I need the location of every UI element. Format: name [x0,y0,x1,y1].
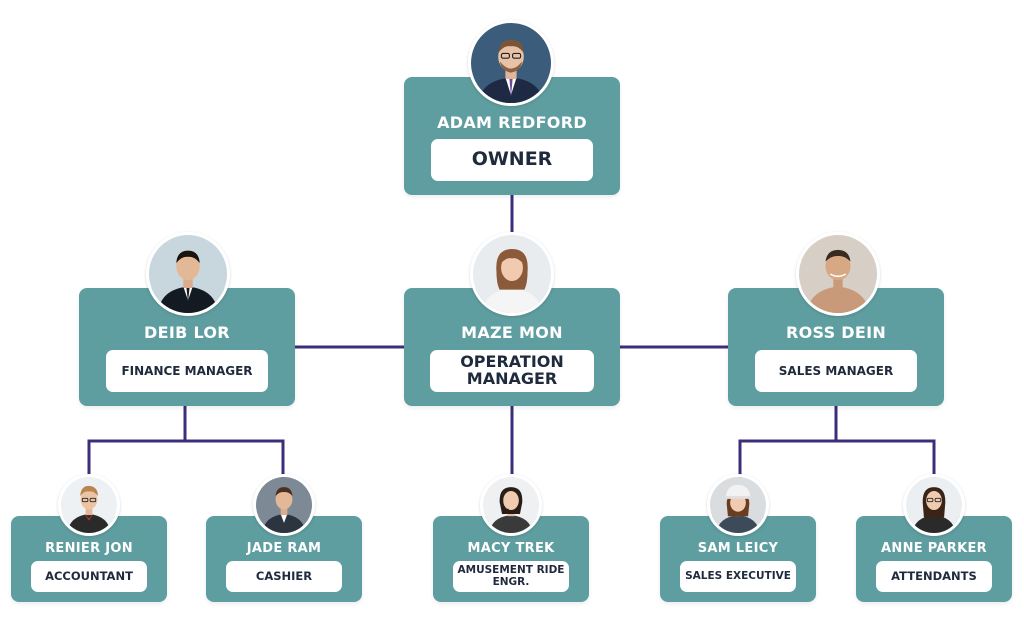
finance-manager-name: DEIB LOR [144,323,230,342]
person-icon [149,235,227,313]
sales-manager-role: SALES MANAGER [755,350,917,392]
sales-manager-name: ROSS DEIN [785,323,887,342]
person-icon [471,23,551,103]
avatar-cashier [253,474,315,536]
cashier-role: CASHIER [226,561,342,592]
person-icon [710,477,766,533]
avatar-ride-engineer [480,474,542,536]
card-ride-engineer: MACY TREK AMUSEMENT RIDE ENGR. [433,516,589,602]
avatar-operation-manager [470,232,554,316]
avatar-finance-manager [146,232,230,316]
person-icon [61,477,117,533]
card-cashier: JADE RAM CASHIER [206,516,362,602]
person-icon [906,477,962,533]
avatar-accountant [58,474,120,536]
sales-executive-role: SALES EXECUTIVE [680,561,796,592]
card-finance-manager: DEIB LOR FINANCE MANAGER [79,288,295,406]
avatar-sales-executive [707,474,769,536]
accountant-role: ACCOUNTANT [31,561,147,592]
person-icon [256,477,312,533]
owner-role: OWNER [431,139,593,181]
cashier-name: JADE RAM [246,541,322,556]
attendants-name: ANNE PARKER [881,541,987,556]
person-icon [483,477,539,533]
ride-engineer-name: MACY TREK [467,541,555,556]
avatar-owner [468,20,554,106]
person-icon [799,235,877,313]
attendants-role: ATTENDANTS [876,561,992,592]
sales-executive-name: SAM LEICY [697,541,779,556]
operation-manager-role: OPERATION MANAGER [430,350,594,392]
person-icon [473,235,551,313]
ride-engineer-role: AMUSEMENT RIDE ENGR. [453,561,569,592]
owner-name: ADAM REDFORD [437,113,587,132]
card-attendants: ANNE PARKER ATTENDANTS [856,516,1012,602]
accountant-name: RENIER JON [45,541,133,556]
avatar-sales-manager [796,232,880,316]
card-operation-manager: MAZE MON OPERATION MANAGER [404,288,620,406]
operation-manager-name: MAZE MON [461,323,563,342]
finance-manager-role: FINANCE MANAGER [106,350,268,392]
avatar-attendants [903,474,965,536]
